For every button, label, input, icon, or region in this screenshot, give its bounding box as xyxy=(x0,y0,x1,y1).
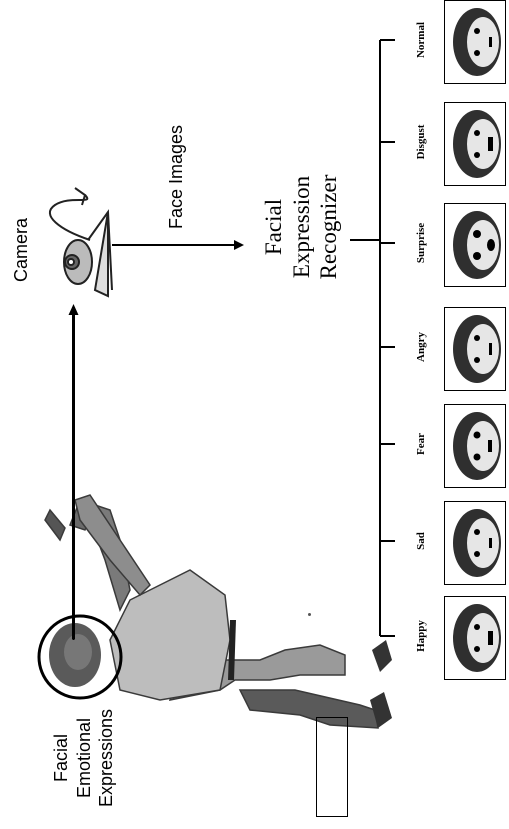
face-images-label: Face Images xyxy=(165,122,189,232)
emotion-label-normal: Normal xyxy=(415,15,431,65)
face-thumbnail-angry xyxy=(444,307,506,391)
emotion-label-surprise: Surprise xyxy=(415,218,431,268)
face-thumbnail-sad xyxy=(444,501,506,585)
emotion-label-angry: Angry xyxy=(415,322,431,372)
emotion-label-happy: Happy xyxy=(415,611,431,661)
blank-box xyxy=(316,717,348,817)
speck xyxy=(308,613,311,616)
face-thumbnail-fear xyxy=(444,404,506,488)
facial-emotional-expressions-label: Facial Emotional Expressions xyxy=(50,698,130,818)
face-thumbnail-normal xyxy=(444,0,506,84)
face-thumbnail-happy xyxy=(444,596,506,680)
camera-label: Camera xyxy=(10,212,34,288)
emotion-label-disgust: Disgust xyxy=(415,117,431,167)
facial-expression-recognizer-label: Facial Expression Recognizer xyxy=(260,162,344,292)
face-thumbnail-surprise xyxy=(444,203,506,287)
emotion-label-sad: Sad xyxy=(415,516,431,566)
face-thumbnail-disgust xyxy=(444,102,506,186)
emotion-label-fear: Fear xyxy=(415,419,431,469)
